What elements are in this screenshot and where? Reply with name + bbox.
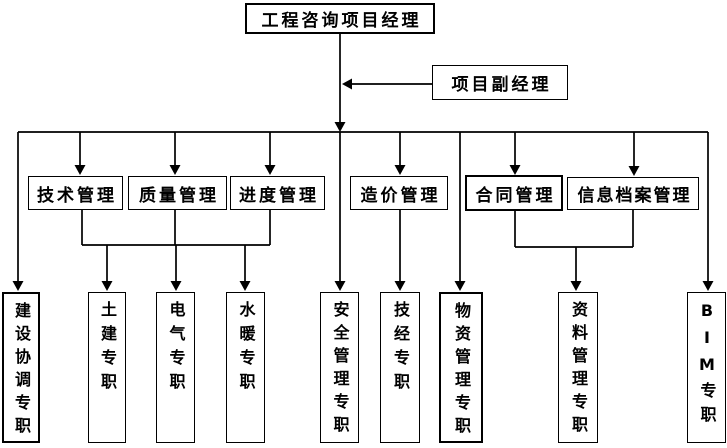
- node-contract-mgmt: 合同管理: [465, 175, 563, 211]
- node-electrical-label: 电气专职: [166, 301, 186, 397]
- node-bim: BIM专职: [687, 292, 726, 443]
- node-construction-coordination: 建设协调专职: [2, 292, 40, 443]
- connector-left-subtree: [81, 210, 271, 291]
- node-contract-mgmt-label: 合同管理: [475, 185, 556, 206]
- node-civil-works-label: 土建专职: [98, 301, 117, 397]
- node-materials-mgmt-label: 物资管理专职: [452, 302, 471, 440]
- connector-cost-to-tech-economy: [394, 210, 406, 291]
- node-safety-mgmt-label: 安全管理专职: [330, 301, 350, 439]
- node-quality-mgmt: 质量管理: [128, 176, 227, 210]
- connector-root-to-bus: [334, 33, 346, 132]
- connector-bus-to-tech-mgmt: [74, 132, 86, 175]
- node-documentation-mgmt-label: 资料管理专职: [569, 301, 588, 439]
- connector-bus-to-construction-coordination: [12, 132, 24, 291]
- node-cost-mgmt: 造价管理: [350, 176, 448, 210]
- node-civil-works: 土建专职: [88, 292, 126, 443]
- node-documentation-mgmt: 资料管理专职: [558, 292, 598, 443]
- node-info-archive-mgmt-label: 信息档案管理: [577, 186, 692, 206]
- node-tech-economy: 技经专职: [380, 292, 420, 443]
- node-deputy-manager-label: 项目副经理: [451, 75, 552, 95]
- node-tech-mgmt-label: 技术管理: [37, 185, 117, 206]
- node-bim-label: BIM专职: [697, 301, 717, 430]
- node-project-manager-label: 工程咨询项目经理: [261, 11, 422, 31]
- node-quality-mgmt-label: 质量管理: [139, 185, 219, 206]
- node-materials-mgmt: 物资管理专职: [439, 292, 483, 443]
- connector-bus-to-bim: [702, 132, 714, 291]
- connector-bus-to-contract-mgmt: [509, 132, 521, 175]
- node-construction-coordination-label: 建设协调专职: [12, 302, 31, 440]
- connector-bus-to-cost-mgmt: [394, 132, 406, 175]
- node-project-manager: 工程咨询项目经理: [245, 3, 435, 34]
- node-plumbing-heating-label: 水暖专职: [236, 301, 256, 397]
- node-electrical: 电气专职: [156, 292, 195, 443]
- node-schedule-mgmt-label: 进度管理: [239, 185, 319, 206]
- connector-bus-to-safety-mgmt: [334, 132, 346, 291]
- node-cost-mgmt-label: 造价管理: [360, 185, 441, 206]
- node-plumbing-heating: 水暖专职: [226, 292, 265, 443]
- node-tech-economy-label: 技经专职: [391, 301, 410, 397]
- node-info-archive-mgmt: 信息档案管理: [567, 177, 699, 210]
- node-tech-mgmt: 技术管理: [28, 176, 123, 210]
- connector-bus-to-quality-mgmt: [169, 132, 181, 175]
- node-schedule-mgmt: 进度管理: [230, 176, 325, 210]
- connector-contract-subtree: [514, 210, 634, 291]
- connector-deputy-to-root: [342, 78, 432, 90]
- node-deputy-manager: 项目副经理: [432, 65, 568, 100]
- connector-bus-to-schedule-mgmt: [264, 132, 276, 175]
- node-safety-mgmt: 安全管理专职: [320, 292, 359, 443]
- connector-bus-to-materials-mgmt: [454, 132, 466, 291]
- connector-bus-to-info-archive-mgmt: [628, 132, 640, 176]
